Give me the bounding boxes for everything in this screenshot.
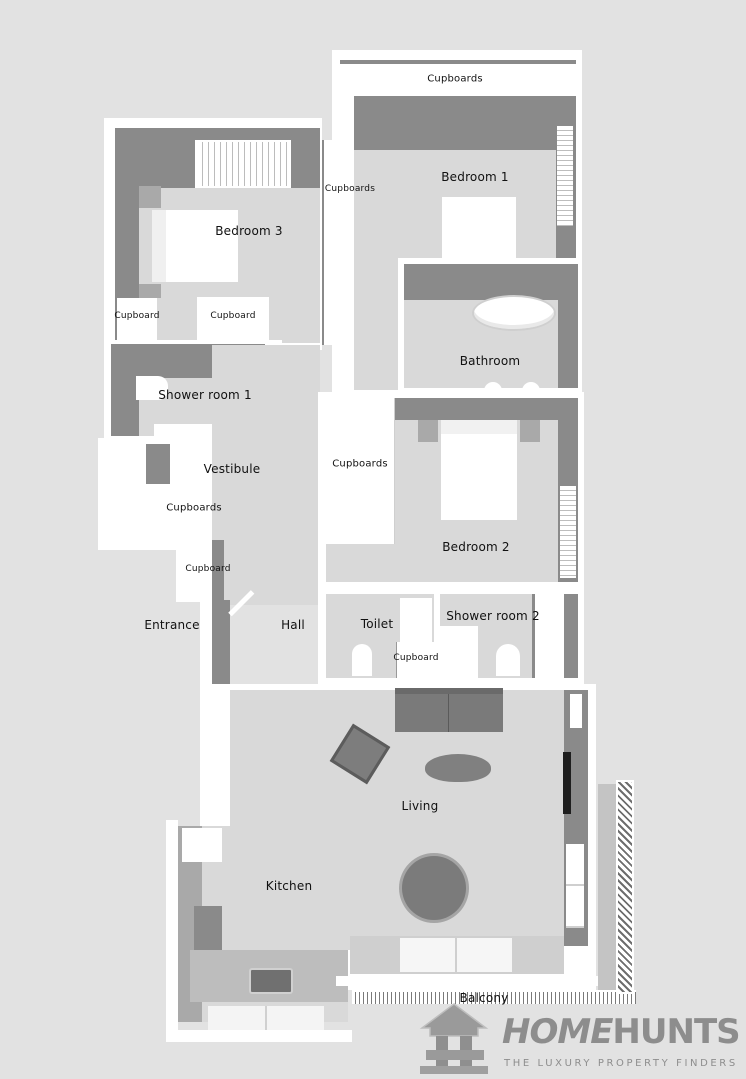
label-bedroom2-cupboards: Cupboards	[332, 458, 388, 470]
living-window-top	[570, 694, 582, 728]
bedroom-1-back-wall	[354, 96, 576, 150]
vestibule-cupboards-shadow	[146, 444, 170, 484]
entrance-cupboard	[176, 540, 224, 602]
label-bathroom: Bathroom	[459, 354, 521, 368]
shower-room-2-toilet	[496, 644, 520, 676]
kitchen-sink	[249, 968, 293, 994]
label-shower-room-1: Shower room 1	[158, 388, 252, 402]
label-bedroom3-cupboard-right: Cupboard	[210, 311, 256, 321]
bathroom-back-wall	[404, 264, 578, 300]
bedroom-1-side-cupboards	[322, 140, 354, 345]
toilet-basin	[400, 598, 432, 642]
toilet-bowl	[352, 644, 372, 676]
house-logo-icon	[419, 1003, 489, 1074]
bedroom-1-top-cupboards	[340, 60, 576, 96]
label-bedroom-1: Bedroom 1	[441, 170, 509, 184]
label-toilet-cupboard: Cupboard	[393, 653, 439, 663]
living-window-bottom	[566, 844, 584, 928]
homehunts-logo: HOMEHUNTS THE LUXURY PROPERTY FINDERS	[414, 1000, 746, 1079]
bedroom-1-bed	[442, 197, 516, 259]
bedroom-2-back	[390, 398, 578, 420]
brand-name-home: HOME	[502, 1012, 613, 1052]
label-bedroom3-cupboard-left: Cupboard	[114, 311, 160, 321]
label-toilet: Toilet	[360, 617, 394, 631]
label-vestibule-cupboards: Cupboards	[166, 502, 222, 514]
bedroom-3-cupboard-right	[197, 297, 269, 343]
label-bedroom-2: Bedroom 2	[442, 540, 510, 554]
bedroom-3-nightstand-top	[139, 186, 161, 208]
living-bottom-wall	[336, 976, 598, 986]
bedroom-1-window	[557, 126, 573, 226]
shower-room-2-unit	[532, 594, 564, 678]
sofa	[395, 688, 503, 732]
label-balcony: Balcony	[459, 991, 509, 1005]
label-entrance-cupboard: Cupboard	[185, 564, 231, 574]
kitchen-left-outer	[166, 820, 178, 1042]
bedroom-2-window	[560, 486, 576, 578]
tv	[563, 752, 571, 814]
kitchen-hob	[194, 906, 222, 950]
label-bedroom1-top-cupboards: Cupboards	[427, 73, 483, 85]
toilet-cupboard	[396, 642, 434, 678]
brand-name: HOMEHUNTS	[502, 1012, 741, 1052]
kitchen-window	[208, 1006, 324, 1032]
bedroom-2-cupboards	[325, 398, 395, 544]
bedroom-2-nightstand-left	[418, 420, 438, 442]
bathroom-basin	[522, 382, 540, 392]
label-entrance: Entrance	[144, 618, 200, 632]
label-bedroom-3: Bedroom 3	[215, 224, 283, 238]
bathtub	[472, 295, 556, 331]
label-bedroom1-side-cupboards: Cupboards	[324, 184, 376, 194]
shower-room-2-tray	[440, 626, 478, 678]
label-vestibule: Vestibule	[203, 462, 261, 476]
bathroom-right-wall	[558, 280, 578, 388]
bedroom-3-nightstand-bottom	[139, 284, 161, 298]
bedroom-3-cupboard-left	[117, 298, 157, 342]
balcony-right	[616, 780, 634, 994]
brand-tagline: THE LUXURY PROPERTY FINDERS	[504, 1058, 738, 1069]
shower-room-1-basin	[136, 376, 168, 400]
kitchen-bottom-wall	[166, 1030, 352, 1042]
label-hall: Hall	[281, 618, 305, 632]
shower-room-2-right	[564, 594, 578, 678]
hall-floor	[212, 345, 320, 605]
sofa-divider	[448, 694, 449, 732]
living-window-glass	[400, 938, 512, 972]
balcony-floor	[598, 784, 616, 990]
label-shower-room-2: Shower room 2	[446, 609, 540, 623]
label-living: Living	[401, 799, 439, 813]
label-kitchen: Kitchen	[265, 879, 313, 893]
bathroom-toilet	[484, 382, 502, 392]
bedroom-3-bed	[152, 210, 238, 282]
bedroom-3-window	[195, 140, 291, 188]
fridge	[182, 828, 222, 862]
shower-room-1-left	[111, 344, 139, 436]
shower-room-1-bath	[154, 424, 224, 436]
brand-name-hunts: HUNTS	[612, 1012, 740, 1052]
coffee-table	[425, 754, 491, 782]
bedroom-2-nightstand-right	[520, 420, 540, 442]
balcony-bottom	[352, 990, 636, 1004]
bedroom-2-bed	[441, 420, 517, 520]
dining-table	[402, 856, 466, 920]
